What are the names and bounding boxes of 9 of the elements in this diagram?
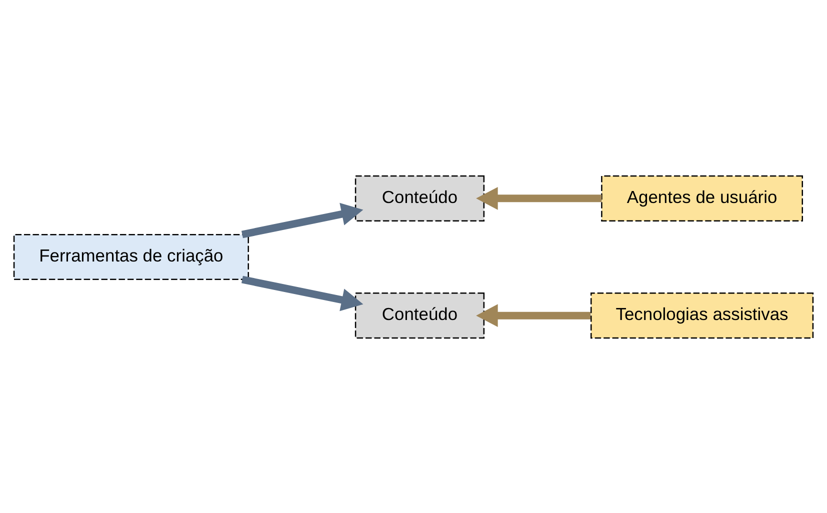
arrow — [241, 202, 364, 238]
node-box: Conteúdo — [354, 174, 485, 221]
node-box: Tecnologias assistivas — [590, 292, 814, 338]
node-box: Conteúdo — [354, 292, 485, 338]
node-box: Ferramentas de criação — [13, 233, 249, 280]
arrow — [476, 304, 591, 326]
arrow — [476, 186, 602, 210]
arrow — [241, 275, 364, 311]
node-box: Agentes de usuário — [601, 174, 803, 221]
